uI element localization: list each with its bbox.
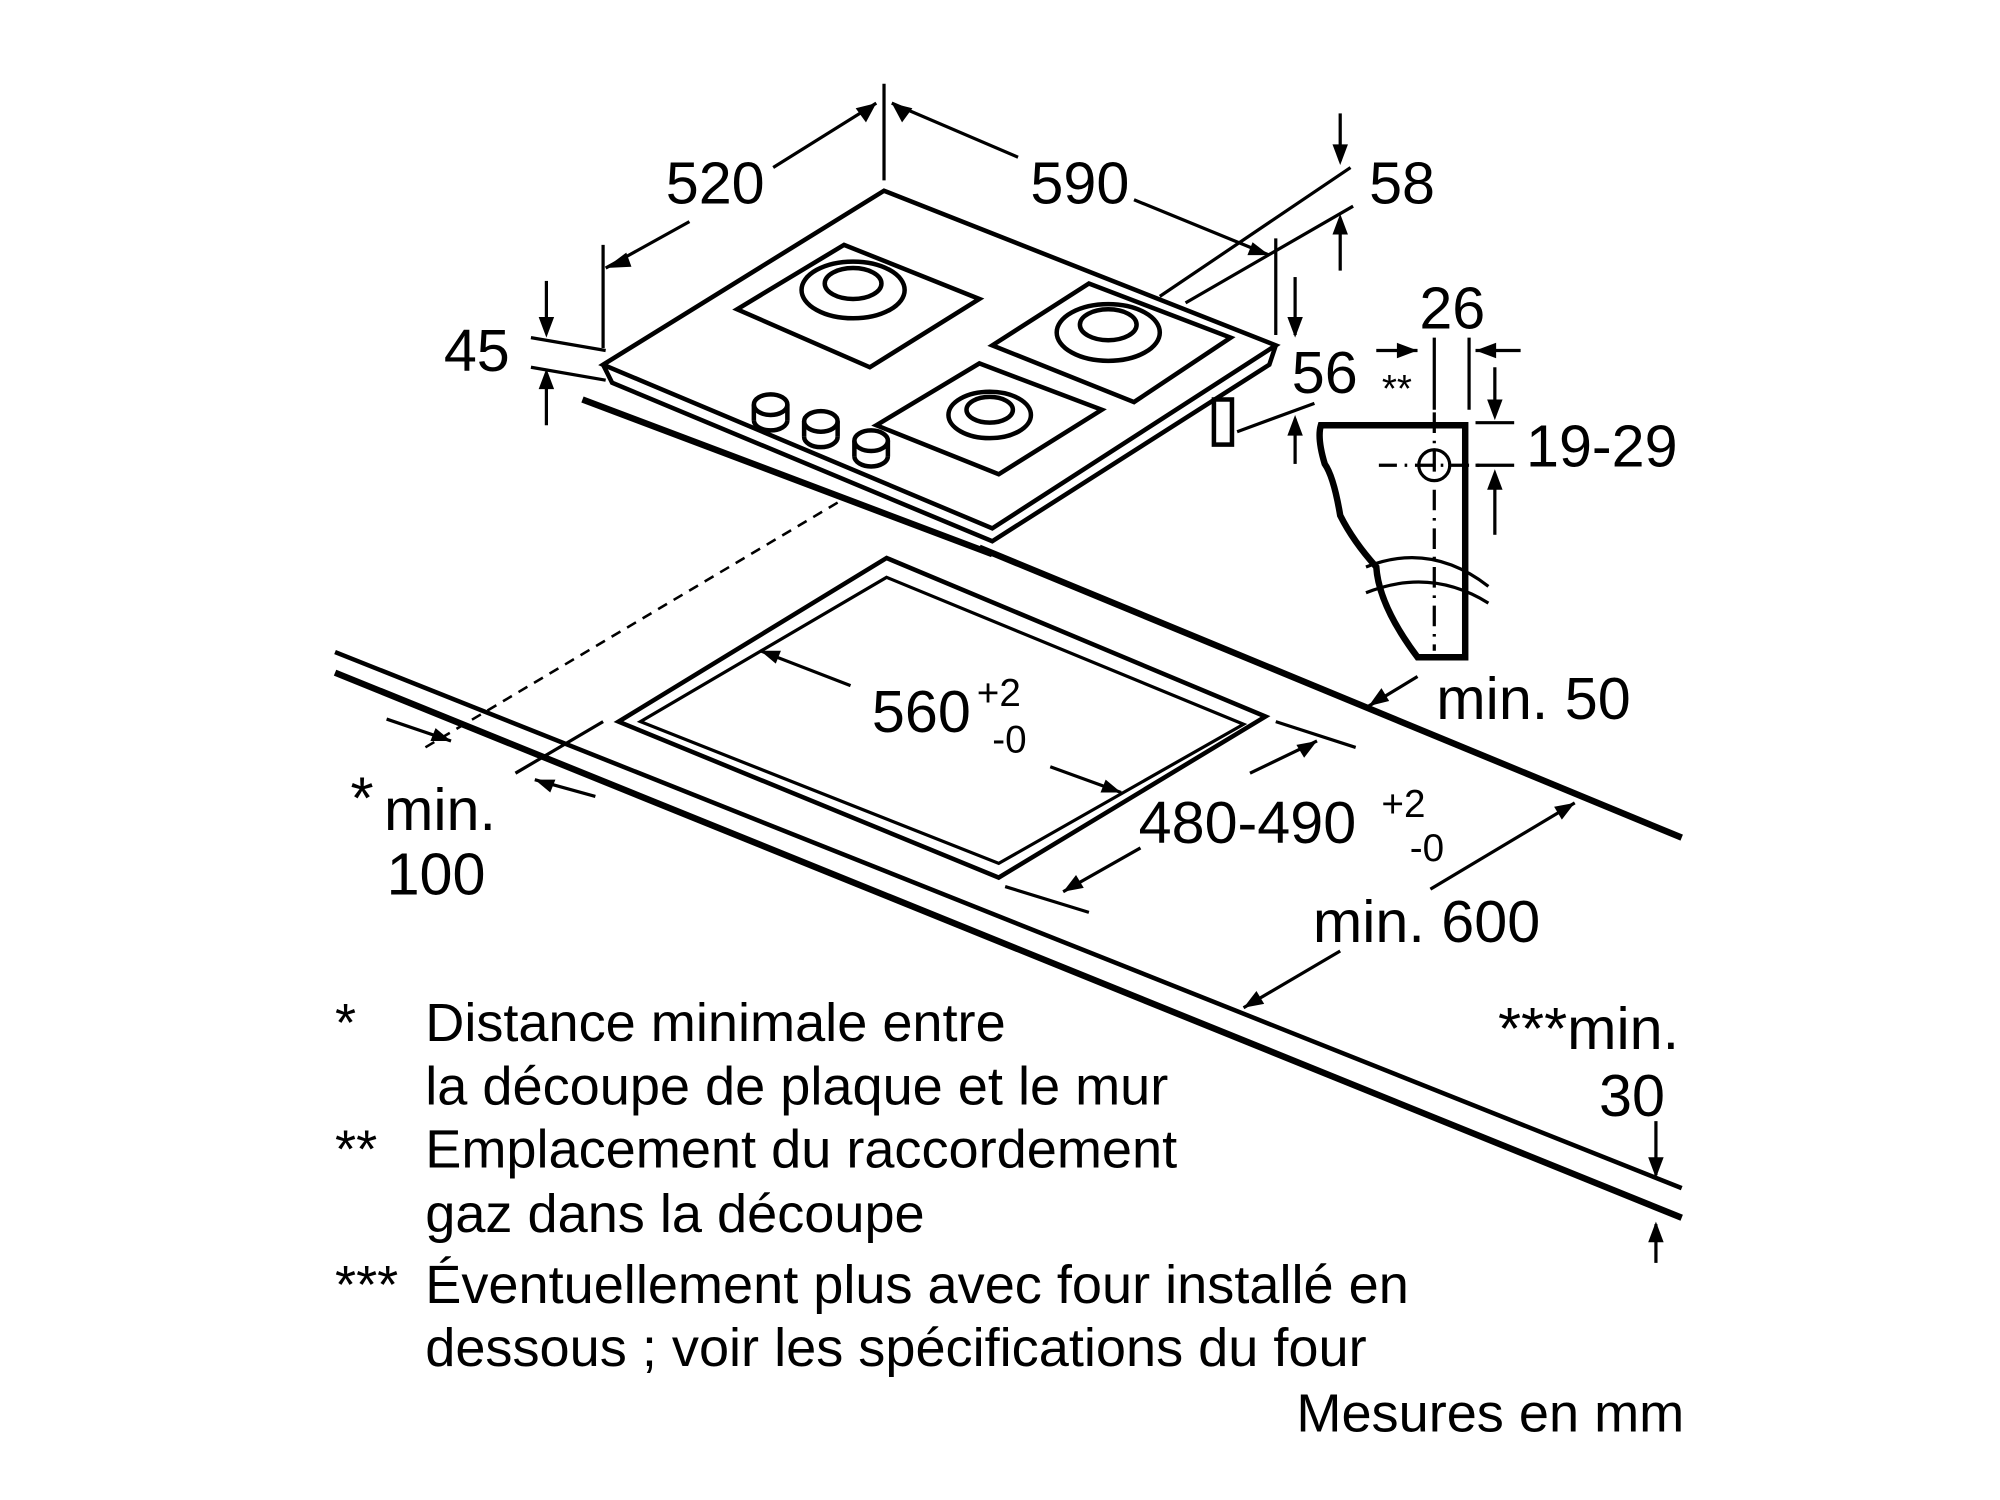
burner-front: [871, 360, 1107, 477]
min-thickness-value: 30: [1599, 1062, 1665, 1129]
dim-connection-offset: 26: [1419, 275, 1485, 342]
connection-marker: **: [1382, 368, 1412, 411]
dim-cutout-width: 560: [872, 678, 971, 745]
control-knobs: [751, 392, 891, 469]
dim-depth: 520: [666, 150, 765, 217]
burner-back-left: [732, 242, 985, 370]
note-marker: ***: [335, 1255, 398, 1315]
min-wall-value: 100: [387, 840, 486, 907]
min-thickness-label: ***min.: [1498, 995, 1679, 1062]
cutout-width-tol-plus: +2: [977, 672, 1021, 715]
arrowheads: [430, 103, 1664, 1243]
footnotes: * Distance minimale entre la découpe de …: [335, 993, 1684, 1443]
note-line: dessous ; voir les spécifications du fou…: [425, 1318, 1366, 1378]
min-wall-marker: *: [351, 764, 374, 831]
min-wall-label: min.: [384, 776, 496, 843]
countertop: [333, 501, 1683, 1221]
dim-connection-range: 19-29: [1526, 412, 1678, 479]
note-line: Distance minimale entre: [425, 993, 1005, 1053]
gas-connector: [1211, 397, 1235, 447]
burner-back-right: [987, 280, 1236, 405]
dim-connection-height: 56: [1292, 339, 1358, 406]
cutout: [613, 555, 1271, 881]
cutout-depth-tol-plus: +2: [1381, 783, 1425, 826]
note-marker: **: [335, 1120, 377, 1180]
note-line: la découpe de plaque et le mur: [425, 1056, 1168, 1116]
dim-cutout-depth: 480-490: [1139, 789, 1357, 856]
dim-min-counter-depth: min. 600: [1313, 888, 1540, 955]
note-line: gaz dans la découpe: [425, 1184, 924, 1244]
units-note: Mesures en mm: [1296, 1384, 1684, 1444]
dim-height-front: 45: [444, 317, 510, 384]
note-line: Éventuellement plus avec four installé e…: [425, 1255, 1409, 1315]
cutout-width-tol-minus: -0: [992, 719, 1026, 762]
dim-width: 590: [1030, 150, 1129, 217]
cutout-depth-tol-minus: -0: [1410, 827, 1444, 870]
hob: [581, 188, 1281, 558]
note-line: Emplacement du raccordement: [425, 1120, 1177, 1180]
dim-min-back: min. 50: [1436, 665, 1630, 732]
dim-height-rear: 58: [1369, 150, 1435, 217]
side-profile-section: [1316, 412, 1490, 661]
note-marker: *: [335, 993, 356, 1053]
